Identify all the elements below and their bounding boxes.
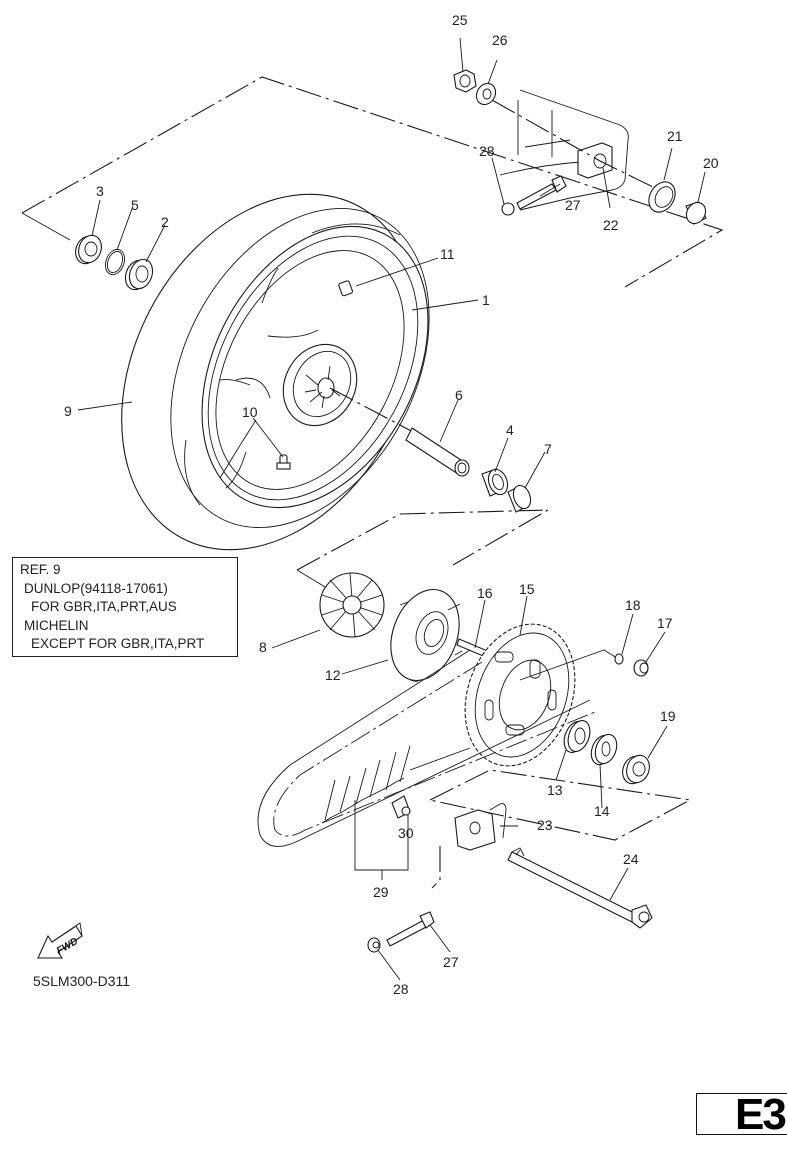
callout-12: 12 [325, 667, 341, 683]
page-label-box: E3 [696, 1090, 787, 1139]
callout-14: 14 [594, 803, 610, 819]
bearing-left [124, 258, 154, 291]
callout-22: 22 [603, 217, 619, 233]
sprocket [464, 623, 576, 767]
oil-seal-19 [622, 754, 650, 785]
callout-18: 18 [625, 597, 641, 613]
callout-16: 16 [477, 585, 493, 601]
fwd-label: FWD [55, 936, 80, 957]
callout-13: 13 [547, 782, 563, 798]
assembly-frame-middle [296, 509, 549, 591]
balance-weight [338, 280, 354, 297]
callout-6: 6 [455, 387, 463, 403]
callout-23: 23 [537, 817, 553, 833]
callout-15: 15 [519, 581, 535, 597]
callout-3: 3 [96, 183, 104, 199]
callout-28-upper: 28 [479, 143, 495, 159]
swingarm-end [499, 89, 629, 211]
callout-27-lower: 27 [443, 954, 459, 970]
reference-note-box: REF. 9 DUNLOP(94118-17061) FOR GBR,ITA,P… [12, 557, 238, 657]
washer-top [475, 82, 497, 106]
wheel-axle [507, 847, 653, 929]
chain-links [321, 745, 411, 824]
callout-7: 7 [544, 441, 552, 457]
callout-leaders [77, 37, 706, 981]
wheel-rim [201, 225, 429, 509]
callout-30: 30 [398, 825, 414, 841]
callout-1: 1 [482, 292, 490, 308]
oil-seal-upper-right [648, 181, 676, 213]
callout-10: 10 [242, 404, 258, 420]
bolt-upper [516, 175, 567, 210]
callout-labels: 25 26 28 27 22 21 20 3 5 2 11 1 9 10 6 4… [64, 12, 719, 997]
bearing-needle [481, 468, 509, 497]
nut-top [453, 69, 477, 93]
washer-small [614, 653, 624, 665]
callout-17: 17 [657, 615, 673, 631]
assembly-frame-lower [429, 769, 692, 841]
callout-25: 25 [452, 12, 468, 28]
callout-9: 9 [64, 403, 72, 419]
ref-line-dunlop: DUNLOP(94118-17061) [24, 580, 168, 596]
nut-sprocket [633, 659, 649, 677]
ref-line-dunlop-regions: FOR GBR,ITA,PRT,AUS [31, 599, 177, 614]
drive-chain [257, 649, 596, 847]
collar-right [507, 484, 532, 513]
bearing-14 [590, 733, 618, 766]
callout-28-lower: 28 [393, 981, 409, 997]
valve [276, 454, 291, 470]
callout-4: 4 [506, 422, 514, 438]
joint-kit [391, 795, 411, 819]
nut-upper [501, 202, 515, 216]
callout-8: 8 [259, 639, 267, 655]
assembly-frame-upper [21, 76, 724, 288]
callout-29: 29 [373, 884, 389, 900]
callout-2: 2 [161, 214, 169, 230]
callout-21: 21 [667, 128, 683, 144]
collar-upper-right [685, 201, 707, 225]
page-label: E3 [735, 1090, 787, 1139]
ref-label: REF. 9 [20, 562, 61, 577]
ref-line-michelin: MICHELIN [24, 617, 89, 633]
callout-27-upper: 27 [565, 197, 581, 213]
drawing-code: 5SLM300-D311 [33, 973, 131, 989]
spacer-collar [405, 427, 470, 477]
ref-line-michelin-regions: EXCEPT FOR GBR,ITA,PRT [31, 636, 205, 651]
bearing-13 [563, 720, 591, 753]
damper [319, 572, 385, 638]
circlip [104, 248, 126, 276]
callout-20: 20 [703, 155, 719, 171]
callout-5: 5 [131, 197, 139, 213]
oil-seal-left [75, 234, 102, 265]
callout-24: 24 [623, 851, 639, 867]
nut-lower [367, 937, 381, 953]
callout-19: 19 [660, 708, 676, 724]
clutch-hub [390, 588, 463, 683]
callout-26: 26 [492, 32, 508, 48]
bolt-lower [386, 911, 435, 947]
fwd-arrow-icon: FWD [37, 922, 83, 959]
chain-puller-upper [577, 142, 613, 179]
chain-puller-lower [454, 803, 507, 851]
callout-11: 11 [440, 246, 455, 262]
